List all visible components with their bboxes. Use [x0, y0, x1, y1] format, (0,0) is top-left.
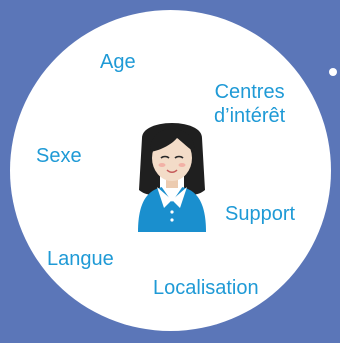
attribute-centres-line2: d’intérêt	[214, 105, 286, 127]
woman-user-avatar-icon	[138, 123, 206, 232]
attribute-sexe: Sexe	[36, 145, 82, 167]
attribute-langue: Langue	[47, 248, 114, 270]
attribute-age: Age	[100, 51, 136, 73]
attribute-centres-line1: Centres	[214, 81, 285, 103]
attribute-centres-interet: Centres d’intérêt	[214, 80, 285, 128]
attribute-support: Support	[225, 203, 296, 225]
decorative-dot	[329, 68, 337, 76]
attribute-localisation: Localisation	[153, 277, 259, 299]
